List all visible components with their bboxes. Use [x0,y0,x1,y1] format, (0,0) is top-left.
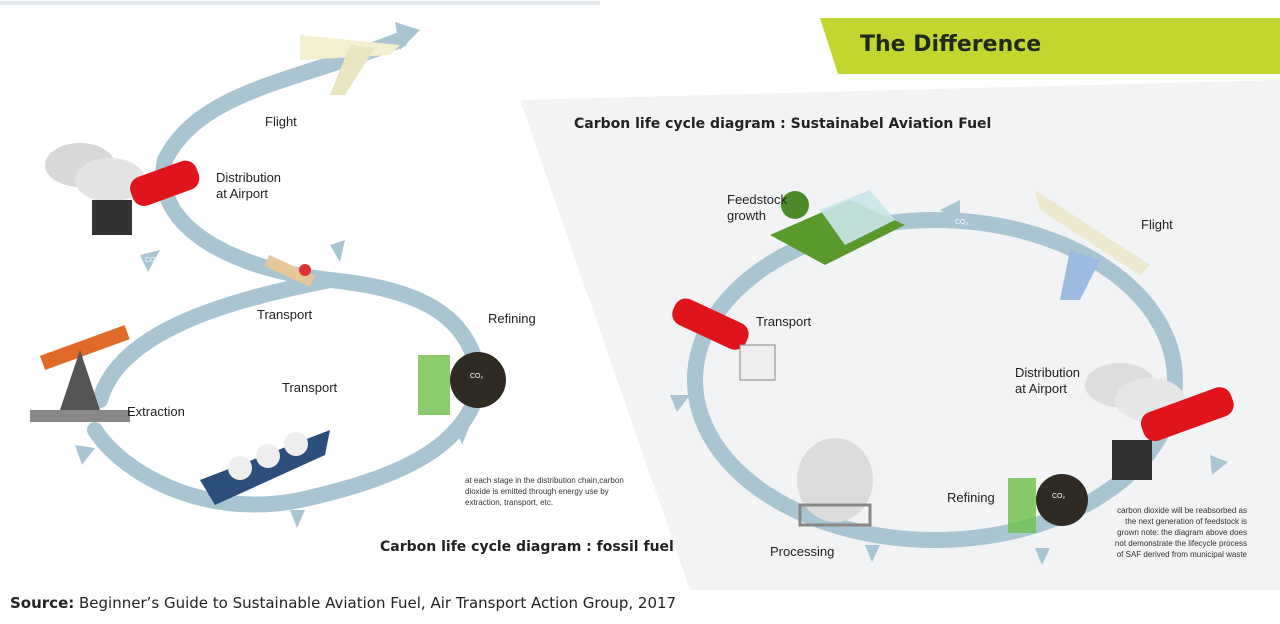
oil-pump-icon [30,325,130,422]
ship-icon [200,430,330,505]
source-label: Source: [10,594,75,612]
svg-text:CO₂: CO₂ [1052,493,1066,500]
processing-tank-icon [797,438,873,527]
greenhouse-icon [770,190,905,265]
saf-label-processing: Processing [770,544,835,559]
fossil-label-flight: Flight [265,114,297,129]
saf-transport-truck-icon [672,298,776,381]
saf-note: carbon dioxide will be reabsorbed as the… [1114,506,1247,559]
fossil-label-extraction: Extraction [127,404,185,419]
the-difference-banner: The Difference [820,18,1280,74]
fossil-loop-mid [92,272,338,408]
saf-label-feedstock: Feedstock growth [727,192,787,223]
fossil-label-transport-ship: Transport [282,380,338,395]
fossil-loop-top [87,32,489,513]
fossil-label-refining: Refining [488,311,536,326]
fossil-note: at each stage in the distribution chain,… [465,476,624,507]
banner-title: The Difference [860,32,1042,57]
co2-arrows [75,22,1228,565]
saf-label-flight: Flight [1141,217,1173,232]
saf-airplane-icon [1035,190,1150,300]
saf-diagram-title: Carbon life cycle diagram : Sustainabel … [574,116,992,132]
pipeline-icon [264,254,315,287]
co2-labels: CO₂ CO₂ CO₂ CO₂ CO₂ [145,33,1066,500]
fossil-label-transport-pipe: Transport [257,307,313,322]
svg-text:CO₂: CO₂ [955,219,969,226]
saf-loop [687,212,1183,548]
svg-text:CO₂: CO₂ [145,257,159,264]
fossil-label-distribution: Distribution at Airport [216,170,282,201]
source-text: Beginner’s Guide to Sustainable Aviation… [74,594,677,612]
saf-flask-icon [1008,474,1088,533]
flask-icon [418,352,506,415]
saf-panel-bg [520,80,1280,590]
saf-label-distribution: Distribution at Airport [1015,365,1081,396]
airplane-icon [300,35,400,95]
saf-label-transport: Transport [756,314,812,329]
svg-text:CO₂: CO₂ [425,33,439,40]
saf-label-refining: Refining [947,490,995,505]
source-citation: Source: Beginner’s Guide to Sustainable … [10,594,676,612]
tanker-truck-icon [45,143,200,235]
svg-text:CO₂: CO₂ [470,373,484,380]
saf-distribution-icon [1085,363,1234,480]
fossil-diagram-title: Carbon life cycle diagram : fossil fuel [380,539,674,555]
